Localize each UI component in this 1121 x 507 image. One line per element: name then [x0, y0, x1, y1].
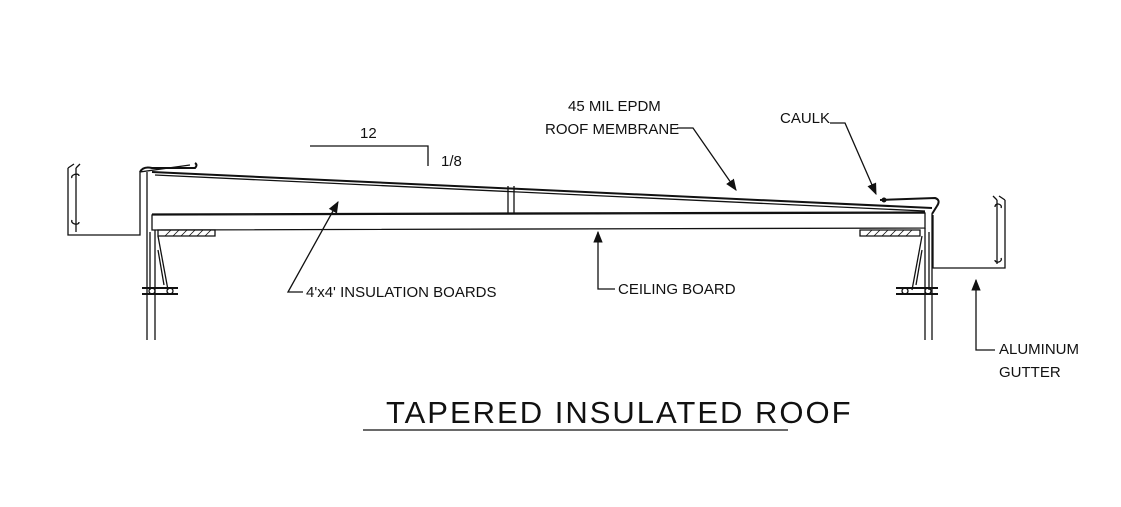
right-fascia: [879, 196, 940, 215]
ceiling-callout: CEILING BOARD: [593, 230, 736, 298]
insulation-callout: 4'x4' INSULATION BOARDS: [286, 200, 497, 301]
left-fascia: [139, 162, 198, 215]
slope-run-label: 12: [360, 125, 377, 142]
insulation-label: 4'x4' INSULATION BOARDS: [306, 284, 497, 301]
right-wall: [859, 214, 938, 340]
title-text: TAPERED INSULATED ROOF: [386, 395, 853, 430]
caulk-label: CAULK: [780, 110, 830, 127]
drawing-title: TAPERED INSULATED ROOF: [363, 395, 853, 431]
gutter-label-line1: ALUMINUM: [999, 341, 1079, 358]
membrane-label-line1: 45 MIL EPDM: [568, 98, 661, 115]
slope-rise-label: 1/8: [441, 153, 462, 170]
membrane-callout: 45 MIL EPDM ROOF MEMBRANE: [545, 98, 737, 191]
gutter-callout: ALUMINUM GUTTER: [971, 278, 1079, 381]
ceiling-label: CEILING BOARD: [618, 281, 736, 298]
membrane-label-line2: ROOF MEMBRANE: [545, 121, 679, 138]
ceiling-board-shape: [151, 212, 926, 231]
gutter-label-line2: GUTTER: [999, 364, 1061, 381]
slope-indicator: 12 1/8: [310, 125, 462, 170]
insulation-boards: [151, 171, 933, 215]
left-gutter: [67, 163, 191, 236]
caulk-callout: CAULK: [780, 110, 877, 196]
left-wall: [142, 215, 216, 340]
right-gutter: [932, 195, 1006, 269]
